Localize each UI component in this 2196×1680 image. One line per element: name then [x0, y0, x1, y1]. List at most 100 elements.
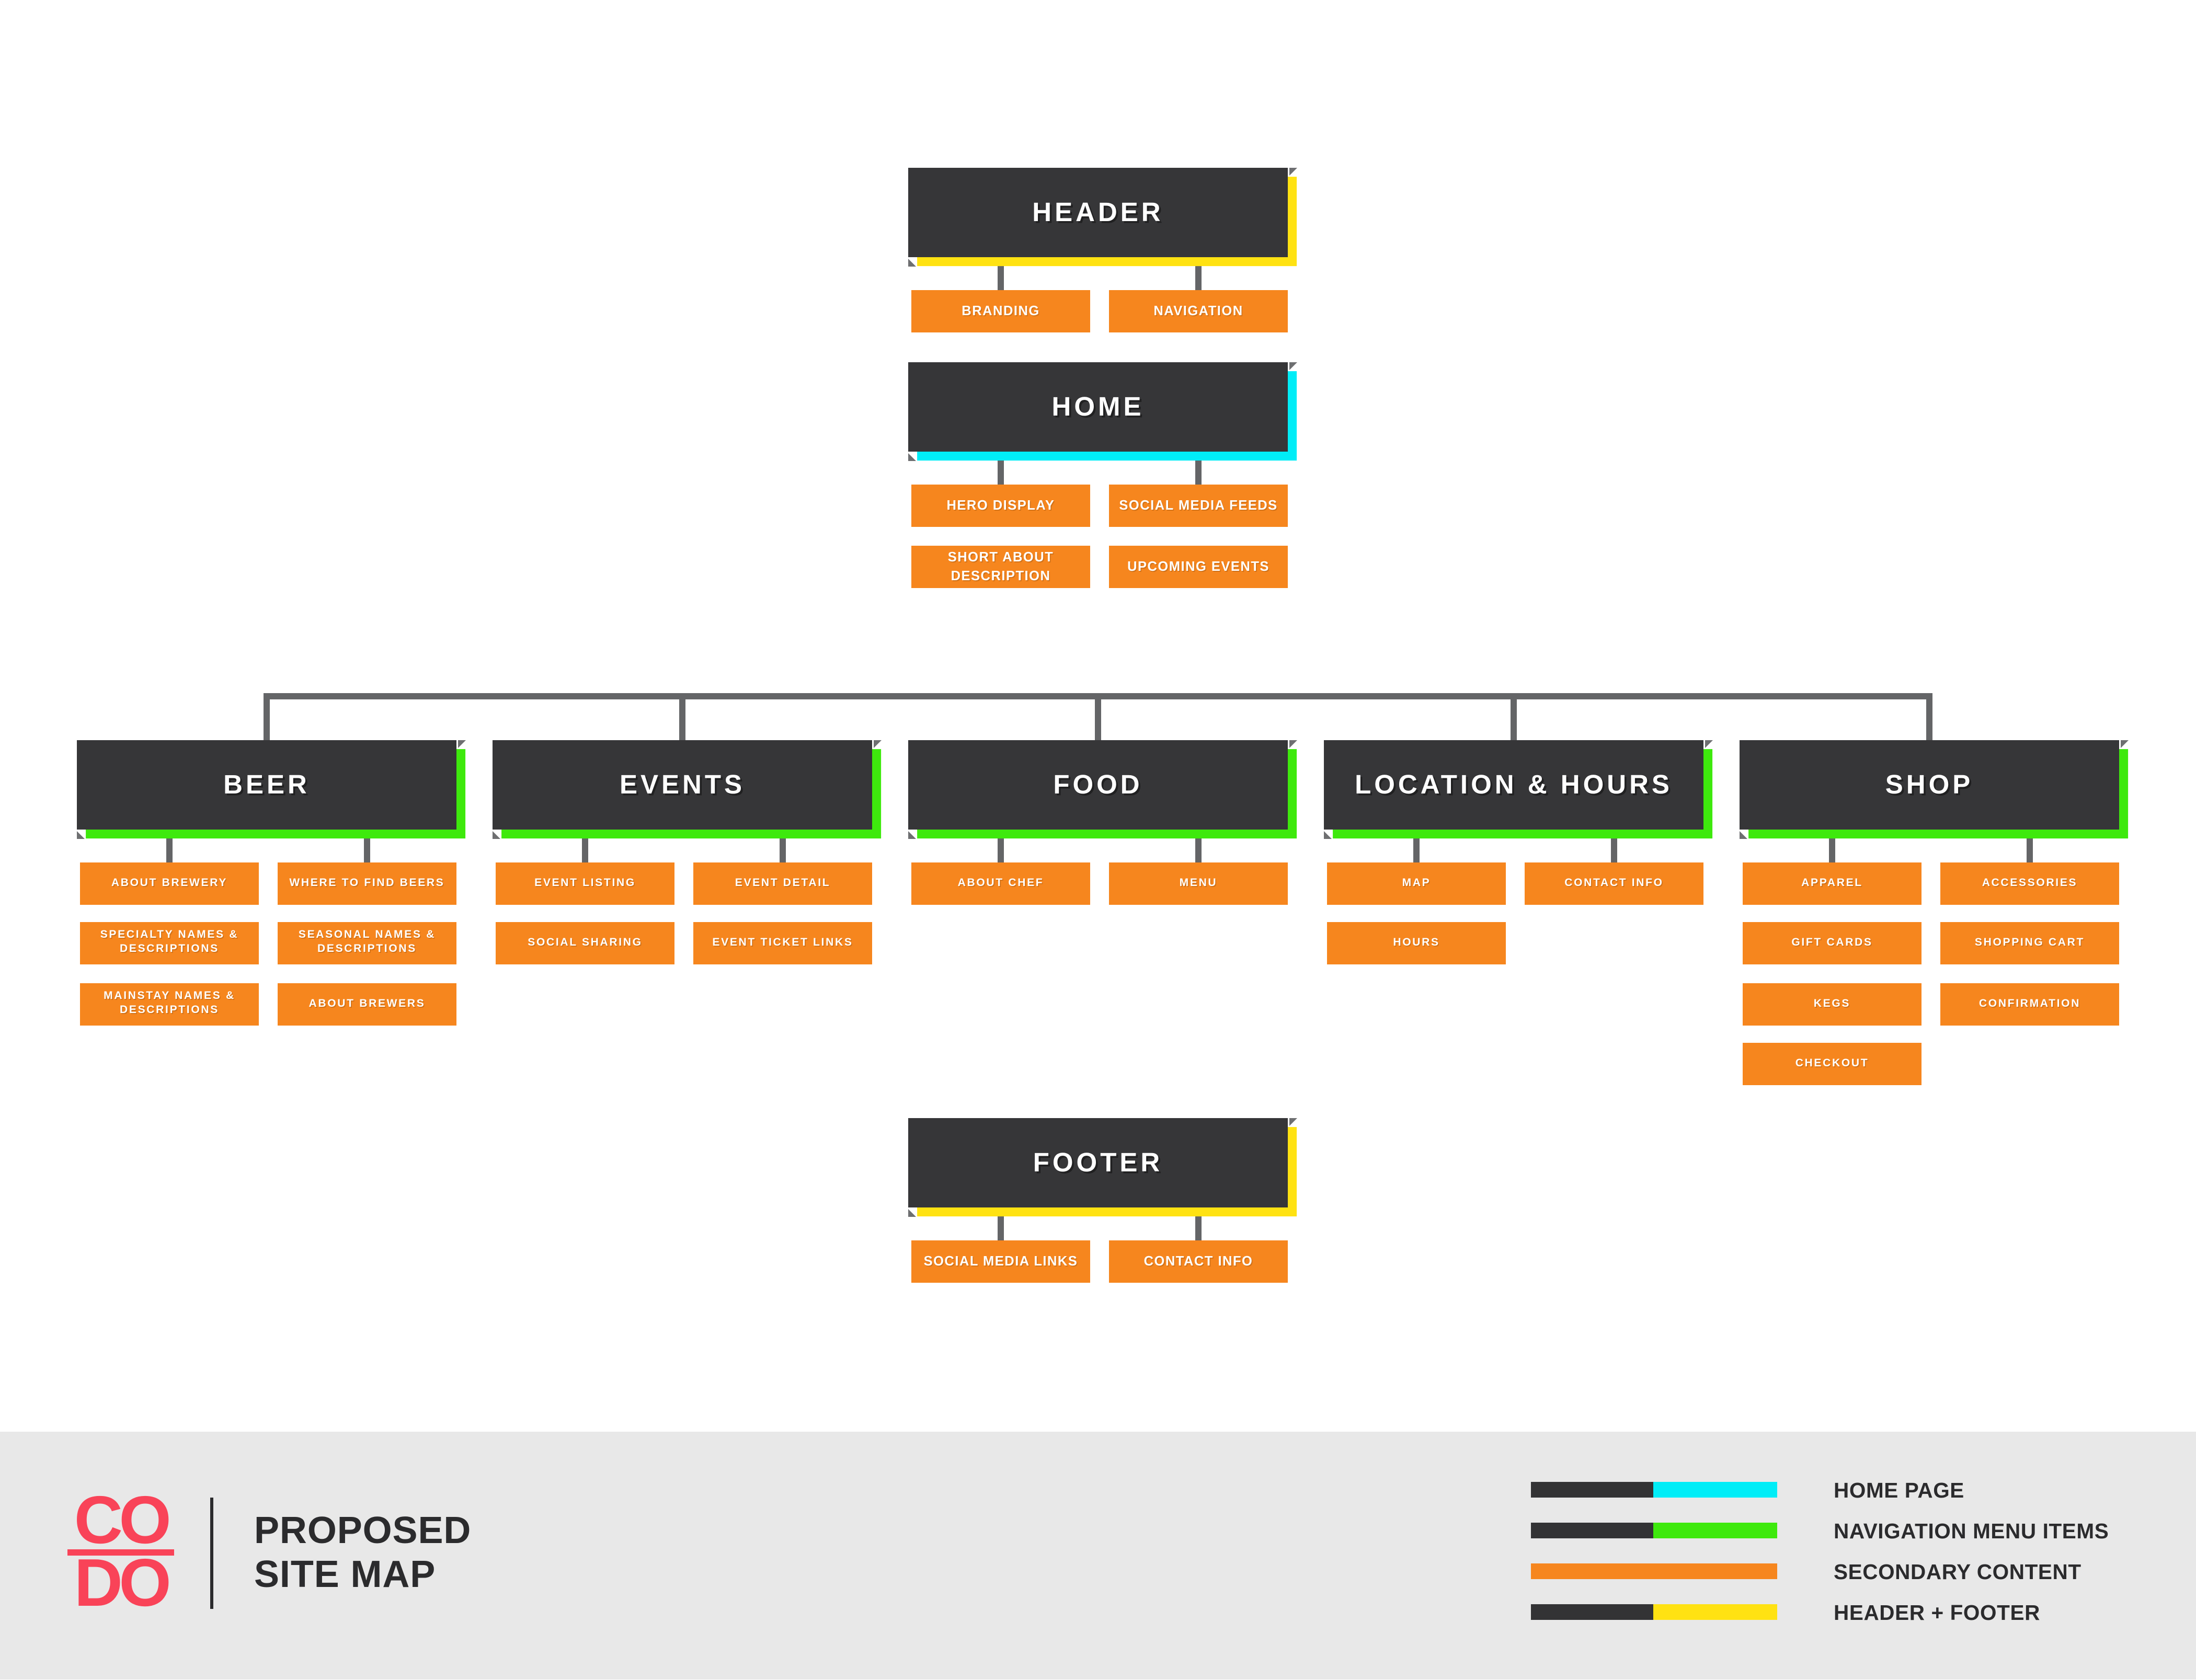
node-header: HEADER [908, 168, 1297, 267]
node-navigation: NAVIGATION [1109, 290, 1288, 332]
legend-swatch-navigation [1531, 1523, 1777, 1538]
connector-line [166, 828, 173, 862]
node-contact-info: CONTACT INFO [1525, 862, 1703, 904]
connector-line [264, 693, 270, 740]
node-social-media-links-label: SOCIAL MEDIA LINKS [923, 1252, 1078, 1269]
codo-logo-top: CO [74, 1483, 171, 1559]
node-social-sharing-label: SOCIAL SHARING [528, 937, 643, 949]
node-seasonal-names: SEASONAL NAMES & DESCRIPTIONS [278, 922, 456, 964]
page-title-line2: SITE MAP [254, 1553, 436, 1596]
node-confirmation: CONFIRMATION [1940, 983, 2119, 1025]
node-event-ticket-links: EVENT TICKET LINKS [693, 922, 872, 964]
node-mainstay-names: MAINSTAY NAMES & DESCRIPTIONS [80, 983, 259, 1025]
node-hours-label: HOURS [1393, 937, 1440, 949]
legend-row-header-footer: HEADER + FOOTER [1531, 1601, 2109, 1624]
legend-swatch-dark [1531, 1604, 1653, 1620]
node-food-label: FOOD [1053, 769, 1143, 799]
node-menu-label: MENU [1179, 878, 1218, 889]
legend-label-header-footer: HEADER + FOOTER [1834, 1600, 2040, 1624]
node-branding: BRANDING [911, 290, 1090, 332]
legend-swatch-cyan [1653, 1482, 1777, 1498]
connector-line [2027, 828, 2033, 862]
node-social-media-feeds-label: SOCIAL MEDIA FEEDS [1119, 497, 1278, 513]
bottom-band [0, 1432, 2196, 1680]
node-hours: HOURS [1327, 922, 1506, 964]
node-about-brewery: ABOUT BREWERY [80, 862, 259, 904]
legend-swatch-orange [1531, 1563, 1777, 1579]
connector-line [1926, 693, 1932, 740]
legend-row-home-page: HOME PAGE [1531, 1478, 2109, 1502]
node-about-chef: ABOUT CHEF [911, 862, 1090, 904]
codo-logo-bar [67, 1548, 174, 1556]
connector-line [1195, 450, 1202, 485]
node-checkout-label: CHECKOUT [1795, 1058, 1869, 1069]
node-about-brewers: ABOUT BREWERS [278, 983, 456, 1025]
legend-label-navigation: NAVIGATION MENU ITEMS [1834, 1518, 2109, 1543]
node-location-hours: LOCATION & HOURS [1324, 740, 1713, 839]
node-gift-cards-label: GIFT CARDS [1791, 937, 1873, 949]
node-shop: SHOP [1740, 740, 2129, 839]
node-menu: MENU [1109, 862, 1288, 904]
node-gift-cards: GIFT CARDS [1743, 922, 1922, 964]
connector-line [582, 828, 588, 862]
legend-swatch-header-footer [1531, 1604, 1777, 1620]
node-events: EVENTS [493, 740, 882, 839]
node-specialty-names: SPECIALTY NAMES & DESCRIPTIONS [80, 922, 259, 964]
legend-label-home-page: HOME PAGE [1834, 1478, 1964, 1502]
node-event-ticket-links-label: EVENT TICKET LINKS [712, 937, 853, 949]
node-upcoming-events-label: UPCOMING EVENTS [1127, 558, 1269, 574]
connector-line [998, 1206, 1004, 1240]
connector-line [679, 693, 685, 740]
node-short-about-description: SHORT ABOUT DESCRIPTION [911, 546, 1090, 588]
node-about-brewers-label: ABOUT BREWERS [308, 998, 426, 1010]
connector-line [1095, 693, 1101, 740]
page-title-line1: PROPOSED [254, 1510, 472, 1552]
node-upcoming-events: UPCOMING EVENTS [1109, 546, 1288, 588]
node-apparel: APPAREL [1743, 862, 1922, 904]
legend-swatch-yellow [1653, 1604, 1777, 1620]
node-event-listing: EVENT LISTING [496, 862, 674, 904]
node-kegs: KEGS [1743, 983, 1922, 1025]
codo-logo: CO DO [67, 1483, 174, 1621]
node-kegs-label: KEGS [1813, 998, 1851, 1010]
connector-line [998, 450, 1004, 485]
connector-line [1195, 828, 1202, 862]
page-title: PROPOSED SITE MAP [254, 1510, 471, 1596]
node-map-label: MAP [1402, 878, 1431, 889]
node-shopping-cart-label: SHOPPING CART [1974, 937, 2085, 949]
node-footer-contact-info: CONTACT INFO [1109, 1240, 1288, 1283]
legend-label-secondary: SECONDARY CONTENT [1834, 1559, 2081, 1583]
node-shopping-cart: SHOPPING CART [1940, 922, 2119, 964]
connector-line [1511, 693, 1517, 740]
legend-swatch-secondary [1531, 1563, 1777, 1579]
node-beer: BEER [77, 740, 466, 839]
node-mainstay-names-label: MAINSTAY NAMES & DESCRIPTIONS [104, 991, 235, 1017]
node-hero-display-label: HERO DISPLAY [946, 497, 1055, 513]
legend-swatch-dark [1531, 1482, 1653, 1498]
connector-line [364, 828, 370, 862]
connector-line [1413, 828, 1420, 862]
node-map: MAP [1327, 862, 1506, 904]
node-footer-label: FOOTER [1033, 1147, 1163, 1177]
node-accessories: ACCESSORIES [1940, 862, 2119, 904]
legend-row-navigation: NAVIGATION MENU ITEMS [1531, 1519, 2109, 1543]
legend-row-secondary: SECONDARY CONTENT [1531, 1560, 2109, 1583]
node-home: HOME [908, 362, 1297, 461]
node-confirmation-label: CONFIRMATION [1978, 998, 2081, 1010]
connector-line [1195, 1206, 1202, 1240]
node-where-to-find-beers-label: WHERE TO FIND BEERS [289, 878, 445, 889]
node-about-chef-label: ABOUT CHEF [957, 878, 1044, 889]
legend: HOME PAGE NAVIGATION MENU ITEMS SECONDAR… [1531, 1478, 2109, 1645]
node-checkout: CHECKOUT [1743, 1043, 1922, 1085]
node-short-about-description-label: SHORT ABOUT DESCRIPTION [947, 549, 1054, 583]
node-header-label: HEADER [1032, 197, 1164, 227]
node-hero-display: HERO DISPLAY [911, 485, 1090, 527]
connector-line [998, 828, 1004, 862]
node-contact-info-label: CONTACT INFO [1564, 878, 1664, 889]
node-food: FOOD [908, 740, 1297, 839]
node-social-media-feeds: SOCIAL MEDIA FEEDS [1109, 485, 1288, 527]
node-home-label: HOME [1051, 391, 1145, 421]
codo-logo-bottom: DO [74, 1545, 171, 1621]
connector-line [780, 828, 786, 862]
